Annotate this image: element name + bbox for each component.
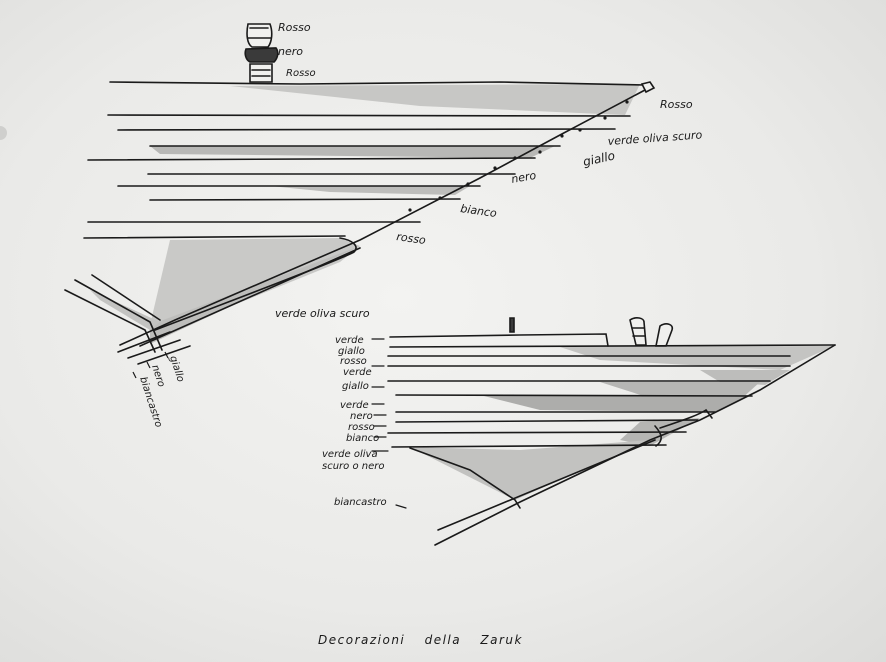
stem-label-bianco: bianco <box>460 202 498 220</box>
lower-leaders <box>371 338 407 509</box>
stripe-label-giallo-1: giallo <box>338 346 365 357</box>
upper-drawing <box>64 23 656 365</box>
punch-hole <box>0 126 7 140</box>
stem-dots <box>408 100 629 212</box>
lower-shading <box>410 346 834 500</box>
stem-label-verde-oliva-scuro: verde oliva scuro <box>607 128 703 148</box>
stripe-label-rosso-2: rosso <box>348 422 375 433</box>
stem-label-rosso-lower: rosso <box>396 230 427 247</box>
lower-drawing <box>371 317 836 546</box>
stripe-label-giallo-2: giallo <box>342 381 369 392</box>
stripe-label-rosso-1: rosso <box>340 356 367 367</box>
stripe-label-verde-2: verde <box>343 367 372 378</box>
upper-mast <box>244 23 279 83</box>
stripe-label-nero: nero <box>350 411 373 422</box>
stem-label-rosso: Rosso <box>660 98 693 111</box>
mast-label-rosso-top: Rosso <box>278 21 311 34</box>
lower-labels: verde giallo rosso verde giallo verde ne… <box>322 335 387 508</box>
stem-label-giallo: giallo <box>582 149 617 169</box>
keel-label-giallo: giallo <box>167 355 186 384</box>
keel-leader-nero <box>146 361 151 369</box>
stripe-label-bianco: bianco <box>346 433 379 444</box>
keel-label-nero: nero <box>149 364 166 389</box>
keel-leader-biancastro <box>132 371 137 379</box>
drawing-title: Decorazioni della Zaruk <box>318 633 523 647</box>
mast-label-nero: nero <box>278 45 303 58</box>
stripe-label-scuro-o-nero: scuro o nero <box>322 461 384 472</box>
stripe-label-verde-oliva: verde oliva <box>322 449 378 460</box>
hull-label-verde-oliva-scuro: verde oliva scuro <box>275 307 370 320</box>
keel-leader-giallo <box>164 351 169 359</box>
bottom-label-biancastro: biancastro <box>334 497 387 508</box>
stripe-label-verde-1: verde <box>335 335 364 346</box>
stripe-label-verde-3: verde <box>340 400 369 411</box>
upper-shading <box>90 84 640 344</box>
stem-label-nero: nero <box>510 169 537 186</box>
mast-label-rosso-bottom: Rosso <box>286 68 316 79</box>
lower-posts <box>509 317 674 347</box>
